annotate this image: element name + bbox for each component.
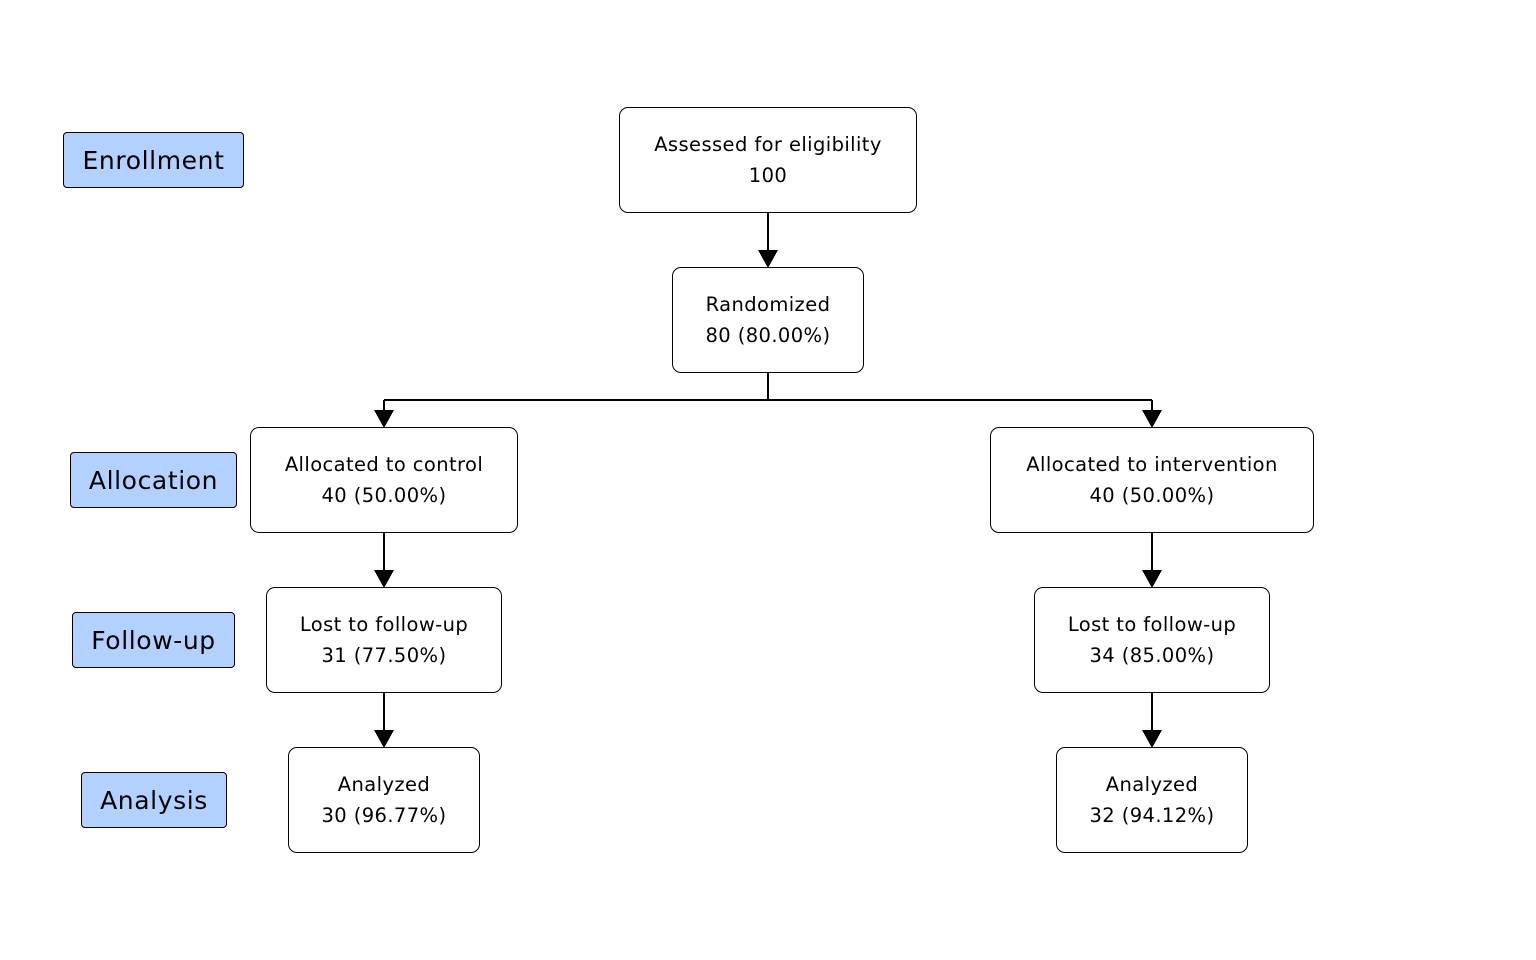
arrowhead-allocated-control: [374, 410, 394, 428]
node-count: 100: [748, 164, 788, 187]
node-label: Analyzed: [1105, 773, 1199, 796]
arrowhead-allocated-intervention: [1142, 410, 1162, 428]
node-assessed-for-eligibility: Assessed for eligibility 100: [619, 107, 917, 213]
arrowhead-analyzed-intervention: [1142, 730, 1162, 748]
stage-label-followup: Follow-up: [72, 612, 235, 668]
node-lost-followup-control: Lost to follow-up 31 (77.50%): [266, 587, 502, 693]
node-label: Allocated to control: [284, 453, 484, 476]
node-label: Analyzed: [337, 773, 431, 796]
node-label: Allocated to intervention: [1026, 453, 1278, 476]
arrowhead-lost-intervention: [1142, 570, 1162, 588]
stage-label-analysis: Analysis: [81, 772, 227, 828]
arrowhead-randomized: [758, 250, 778, 268]
node-count: 40 (50.00%): [1089, 484, 1215, 507]
node-count: 40 (50.00%): [321, 484, 447, 507]
node-count: 32 (94.12%): [1089, 804, 1215, 827]
node-randomized: Randomized 80 (80.00%): [672, 267, 864, 373]
stage-label-enrollment: Enrollment: [63, 132, 244, 188]
node-label: Assessed for eligibility: [654, 133, 882, 156]
node-lost-followup-intervention: Lost to follow-up 34 (85.00%): [1034, 587, 1270, 693]
node-allocated-control: Allocated to control 40 (50.00%): [250, 427, 518, 533]
node-label: Lost to follow-up: [1067, 613, 1237, 636]
node-analyzed-intervention: Analyzed 32 (94.12%): [1056, 747, 1248, 853]
node-label: Lost to follow-up: [299, 613, 469, 636]
stage-label-allocation: Allocation: [70, 452, 237, 508]
node-count: 80 (80.00%): [705, 324, 831, 347]
node-label: Randomized: [705, 293, 831, 316]
node-allocated-intervention: Allocated to intervention 40 (50.00%): [990, 427, 1314, 533]
arrowhead-analyzed-control: [374, 730, 394, 748]
node-analyzed-control: Analyzed 30 (96.77%): [288, 747, 480, 853]
arrowhead-lost-control: [374, 570, 394, 588]
node-count: 30 (96.77%): [321, 804, 447, 827]
node-count: 31 (77.50%): [321, 644, 447, 667]
node-count: 34 (85.00%): [1089, 644, 1215, 667]
